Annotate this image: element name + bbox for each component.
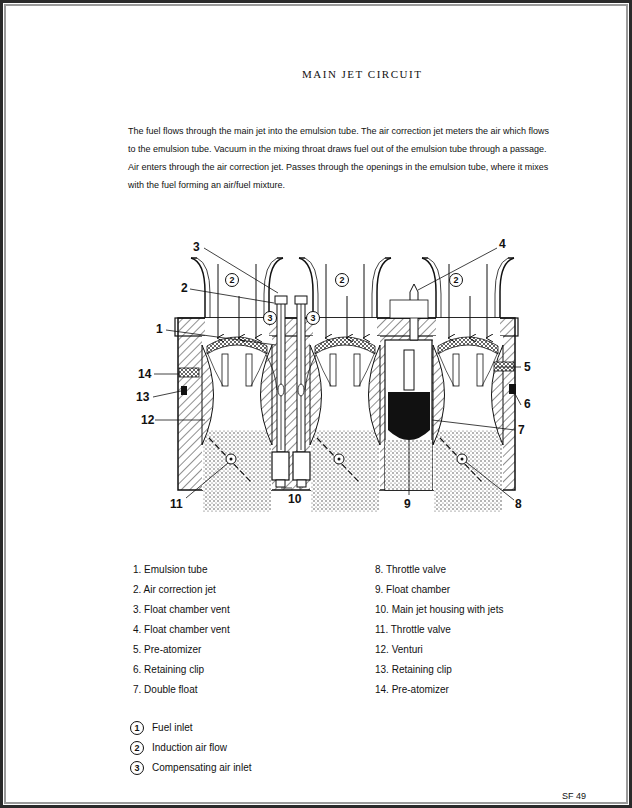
circled-number-text: 2	[229, 276, 234, 285]
parts-list-item: 7. Double float	[133, 684, 198, 696]
callout-number: 8	[515, 497, 522, 511]
page-title: MAIN JET CIRCUIT	[302, 68, 422, 80]
parts-list-item: 1. Emulsion tube	[133, 564, 208, 576]
parts-list-item: 12. Venturi	[375, 644, 423, 656]
parts-list-item: 14. Pre-atomizer	[375, 684, 449, 696]
parts-list-item: 10. Main jet housing with jets	[375, 604, 503, 616]
circled-number: 3	[130, 761, 144, 775]
parts-list-item: 5. Pre-atomizer	[133, 644, 201, 656]
circled-number: 3	[263, 311, 277, 325]
parts-list-item: 13. Retaining clip	[375, 664, 452, 676]
callout-number: 5	[524, 360, 531, 374]
circled-number-text: 3	[310, 314, 315, 323]
callout-number: 10	[288, 492, 301, 506]
callout-number: 13	[136, 390, 149, 404]
circled-number-text: 2	[134, 744, 139, 753]
callout-number: 1	[156, 322, 163, 336]
circled-number-text: 2	[339, 276, 344, 285]
circled-number-text: 3	[134, 764, 139, 773]
parts-list-item: 6. Retaining clip	[133, 664, 204, 676]
circled-number: 2	[130, 741, 144, 755]
parts-list-item: 2. Air correction jet	[133, 584, 216, 596]
circled-number-text: 3	[267, 314, 272, 323]
parts-list-item: 11. Throttle valve	[375, 624, 451, 636]
parts-list-item: 4. Float chamber vent	[133, 624, 230, 636]
circled-number: 1	[130, 721, 144, 735]
circled-number: 3	[306, 311, 320, 325]
callout-number: 7	[518, 423, 525, 437]
legend-text: Induction air flow	[152, 742, 227, 754]
circled-number-text: 1	[134, 724, 139, 733]
callout-number: 3	[193, 240, 200, 254]
callout-number: 6	[524, 397, 531, 411]
callout-number: 2	[181, 281, 188, 295]
body-paragraph: The fuel flows through the main jet into…	[128, 122, 558, 194]
parts-list-item: 3. Float chamber vent	[133, 604, 230, 616]
callout-number: 14	[138, 367, 151, 381]
callout-number: 9	[404, 497, 411, 511]
callout-number: 4	[499, 237, 506, 251]
circled-number: 2	[449, 273, 463, 287]
callout-number: 11	[170, 497, 183, 511]
parts-list-item: 9. Float chamber	[375, 584, 450, 596]
parts-list-item: 8. Throttle valve	[375, 564, 446, 576]
legend-text: Fuel inlet	[152, 722, 193, 734]
circled-number: 2	[335, 273, 349, 287]
legend-text: Compensating air inlet	[152, 762, 252, 774]
callout-number: 12	[141, 413, 154, 427]
circled-number: 2	[225, 273, 239, 287]
circled-number-text: 2	[453, 276, 458, 285]
page-code: SF 49	[562, 791, 586, 802]
